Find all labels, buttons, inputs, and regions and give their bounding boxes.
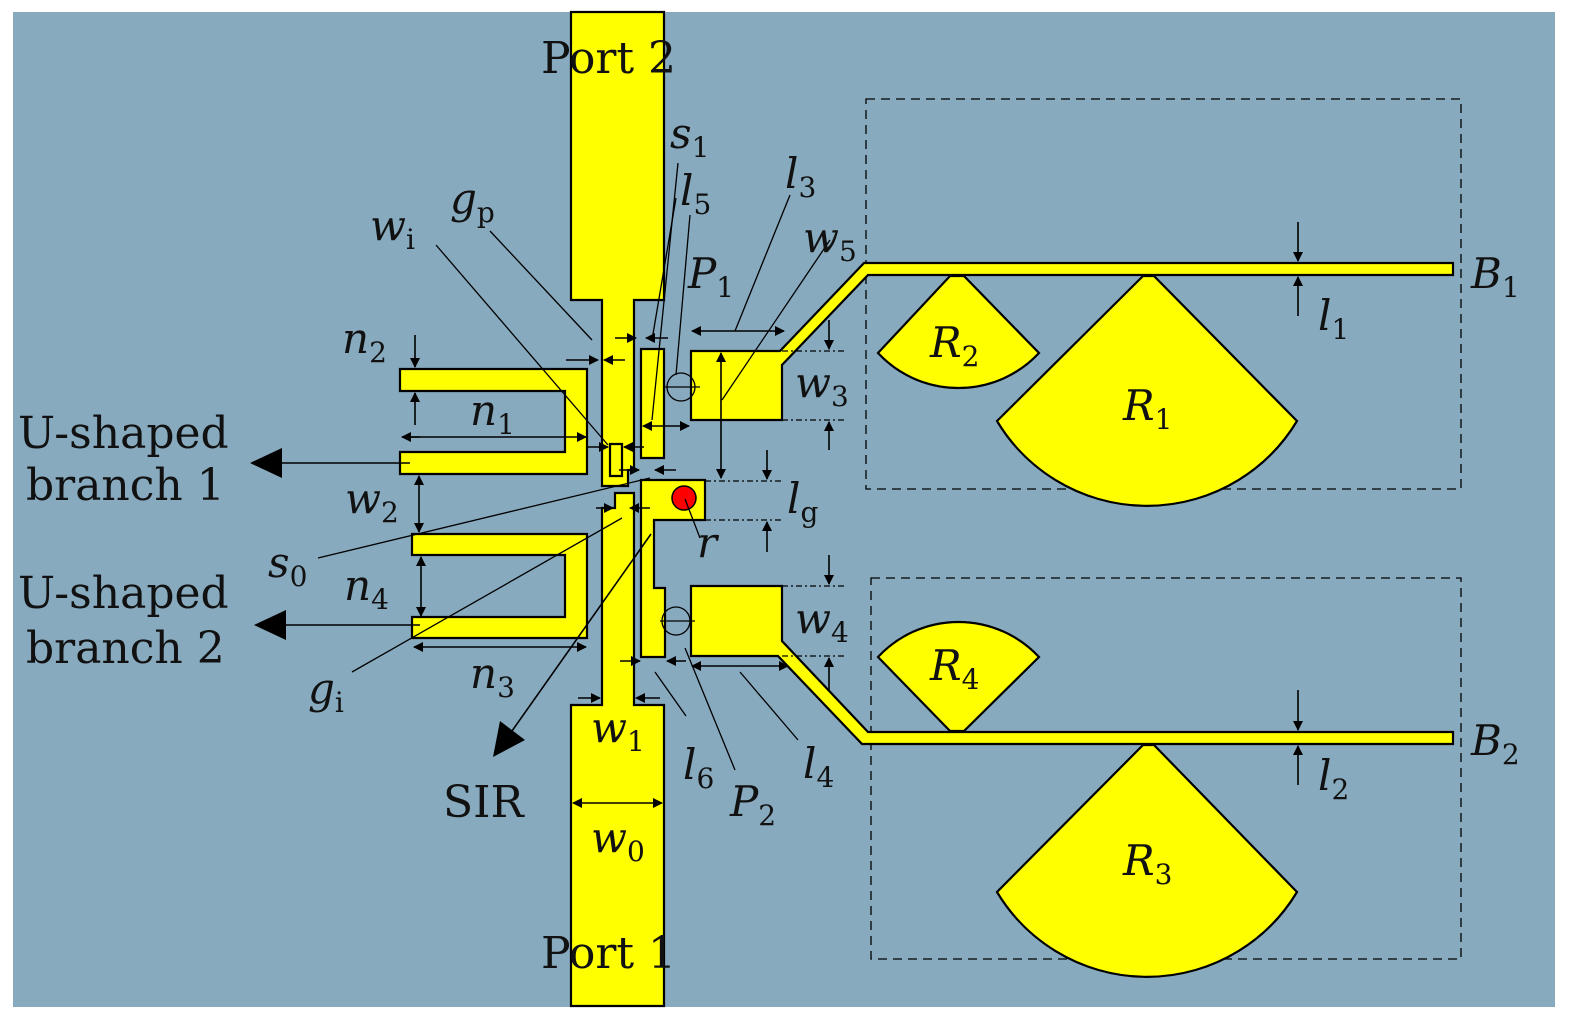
- u-shaped-branch-1: [398, 367, 589, 476]
- dimension-label-w5: w5: [803, 213, 857, 268]
- dimension-label-s0: s0: [268, 538, 307, 593]
- dimension-label-n3: n3: [470, 649, 515, 704]
- upper-coupling-strip: [639, 347, 666, 460]
- u-branch-2-label-line1: U-shaped: [18, 568, 229, 619]
- branch-label-b2: B2: [1470, 716, 1520, 771]
- upper-pad-and-line-b1: [689, 261, 1455, 422]
- interdigital-finger: [608, 442, 624, 478]
- u-branch-2-label-line2: branch 2: [26, 623, 225, 674]
- dimension-label-s1: s1: [670, 109, 709, 164]
- sir-center-strip: [639, 478, 707, 659]
- port1-label: Port 1: [541, 928, 676, 979]
- stub-label-r4: R4: [929, 641, 979, 696]
- dimension-label-gi: gi: [308, 664, 344, 719]
- dimension-label-w4: w4: [795, 594, 849, 649]
- dimension-label-l3: l3: [785, 149, 816, 204]
- port2-label: Port 2: [541, 33, 676, 84]
- radial-stub-r1: [995, 274, 1299, 507]
- dimension-label-lg: lg: [787, 474, 818, 529]
- dimension-label-w2: w2: [345, 474, 399, 529]
- dimension-label-l2: l2: [1318, 751, 1349, 806]
- radial-stub-r3: [995, 743, 1299, 978]
- dimension-label-l1: l1: [1318, 291, 1349, 346]
- radial-stub-r4: [876, 620, 1041, 733]
- stub-label-r1: R1: [1122, 381, 1172, 436]
- port1-feedline: [569, 491, 666, 1008]
- u-branch-1-label-line2: branch 1: [26, 460, 225, 511]
- leader-lines: [317, 162, 831, 771]
- dimension-label-n1: n1: [470, 386, 515, 441]
- dimension-label-n4: n4: [344, 561, 389, 616]
- dimension-label-w3: w3: [795, 358, 849, 413]
- stub-label-r2: R2: [929, 318, 979, 373]
- radial-stub-r2: [876, 274, 1041, 390]
- dimension-label-w1: w1: [591, 703, 645, 758]
- dimension-label-p2: P2: [729, 777, 776, 832]
- dimension-label-l6: l6: [683, 740, 714, 795]
- sir-label: SIR: [443, 777, 526, 828]
- branch-label-b1: B1: [1470, 249, 1520, 304]
- dimension-label-wi: wi: [370, 201, 415, 256]
- dimension-label-p1: P1: [687, 249, 734, 304]
- substrate-background: [13, 12, 1555, 1007]
- via-hole: [671, 485, 697, 511]
- dimension-label-r: r: [697, 518, 720, 567]
- stub-label-r3: R3: [1122, 836, 1172, 891]
- u-branch-1-label-line1: U-shaped: [18, 408, 229, 459]
- dimension-label-l4: l4: [803, 739, 834, 794]
- lower-pad-and-line-b2: [689, 584, 1455, 746]
- dimension-label-w0: w0: [591, 813, 645, 868]
- dimension-label-gp: gp: [450, 174, 495, 229]
- dimension-label-l5: l5: [680, 166, 711, 221]
- dimension-lines: [250, 222, 1303, 808]
- dimension-label-n2: n2: [342, 314, 387, 369]
